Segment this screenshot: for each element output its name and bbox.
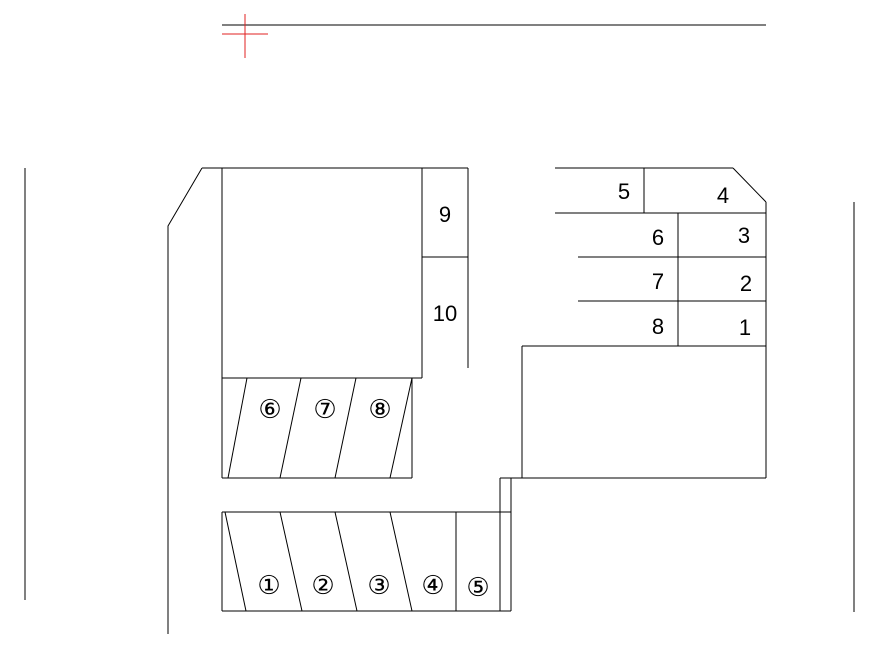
room-label: 5 [618, 179, 630, 204]
room-label: 6 [652, 225, 664, 250]
lower-parking-area [221, 511, 511, 612]
lower-parking-labels: ① ② ③ ④ ⑤ [257, 571, 489, 603]
parking-space-label: ⑦ [313, 395, 336, 425]
parking-space-label: ⑧ [368, 395, 391, 425]
room-label: 4 [717, 183, 729, 208]
parking-space-label: ② [311, 571, 334, 601]
right-building [499, 167, 767, 611]
middle-block-labels: 9 10 [433, 202, 457, 326]
main-building [202, 167, 469, 379]
parking-space-label: ① [257, 571, 280, 601]
room-label: 8 [652, 314, 664, 339]
room-label: 2 [740, 271, 752, 296]
room-label: 9 [439, 202, 451, 227]
parking-space-label: ⑤ [466, 573, 489, 603]
parking-space-label: ④ [421, 571, 444, 601]
parking-space-label: ③ [367, 571, 390, 601]
left-road-edge [167, 167, 203, 634]
upper-parking-area [221, 377, 413, 479]
room-label: 1 [739, 315, 751, 340]
reference-marker [222, 14, 766, 58]
parking-space-label: ⑥ [258, 395, 281, 425]
room-label: 10 [433, 301, 457, 326]
upper-parking-labels: ⑥ ⑦ ⑧ [258, 395, 391, 425]
room-label: 3 [738, 223, 750, 248]
right-block-labels: 5 4 6 3 7 2 8 1 [618, 179, 752, 340]
room-label: 7 [652, 269, 664, 294]
